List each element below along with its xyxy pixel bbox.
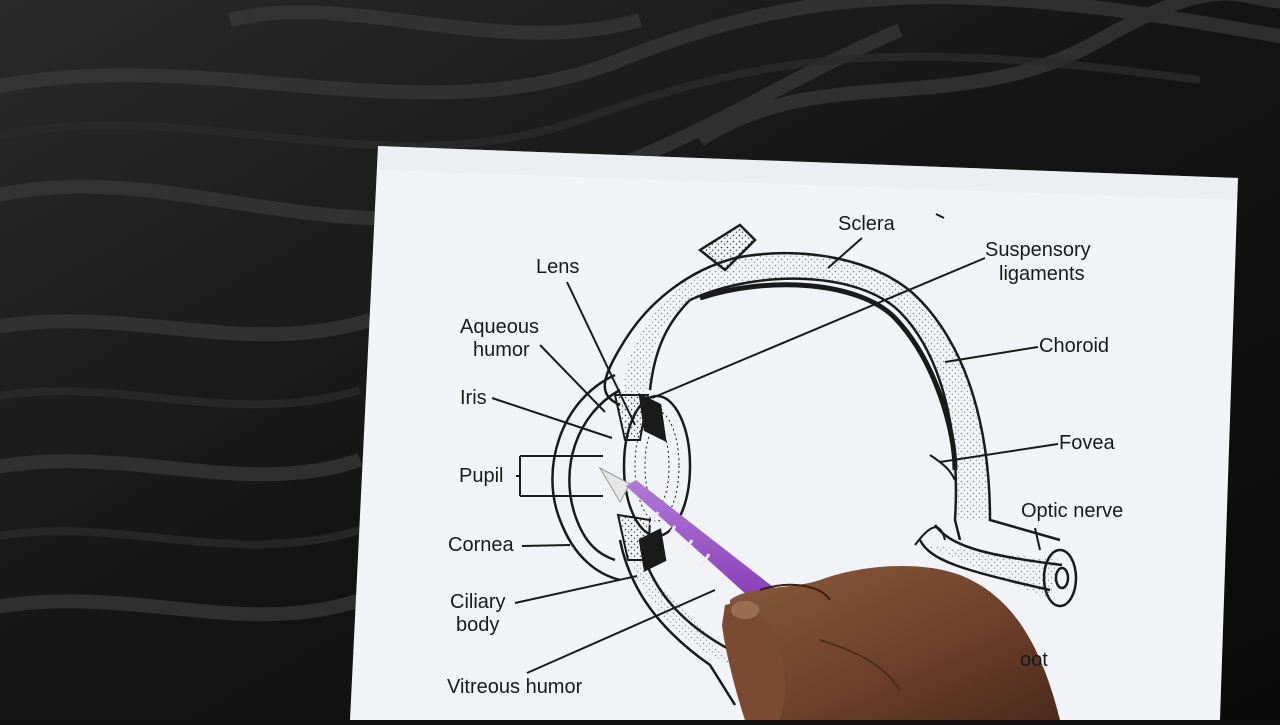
label-aqueous-2: humor: [473, 339, 530, 361]
label-vitreous-humor: Vitreous humor: [447, 676, 583, 698]
label-fovea: Fovea: [1059, 432, 1115, 454]
hand-icon: [722, 565, 1060, 720]
label-ciliary-1: Ciliary: [450, 591, 506, 613]
label-cornea: Cornea: [448, 534, 514, 556]
label-suspensory-1: Suspensory: [985, 239, 1091, 261]
label-optic-nerve: Optic nerve: [1021, 500, 1124, 522]
eye-diagram: [551, 223, 1078, 706]
label-sclera: Sclera: [838, 213, 895, 235]
hand-shape: [730, 565, 1060, 720]
leader-lines: [491, 213, 1059, 674]
label-aqueous-1: Aqueous: [460, 316, 539, 338]
label-pupil: Pupil: [459, 465, 504, 487]
label-iris: Iris: [460, 387, 487, 409]
label-choroid: Choroid: [1039, 335, 1110, 357]
label-ciliary-2: body: [456, 614, 500, 636]
label-lens: Lens: [536, 256, 580, 278]
label-suspensory-2: ligaments: [999, 263, 1085, 285]
label-blind-spot-partial: oot: [1020, 649, 1048, 671]
pencil-tip: [598, 466, 631, 504]
cornea-shape: [551, 373, 621, 582]
